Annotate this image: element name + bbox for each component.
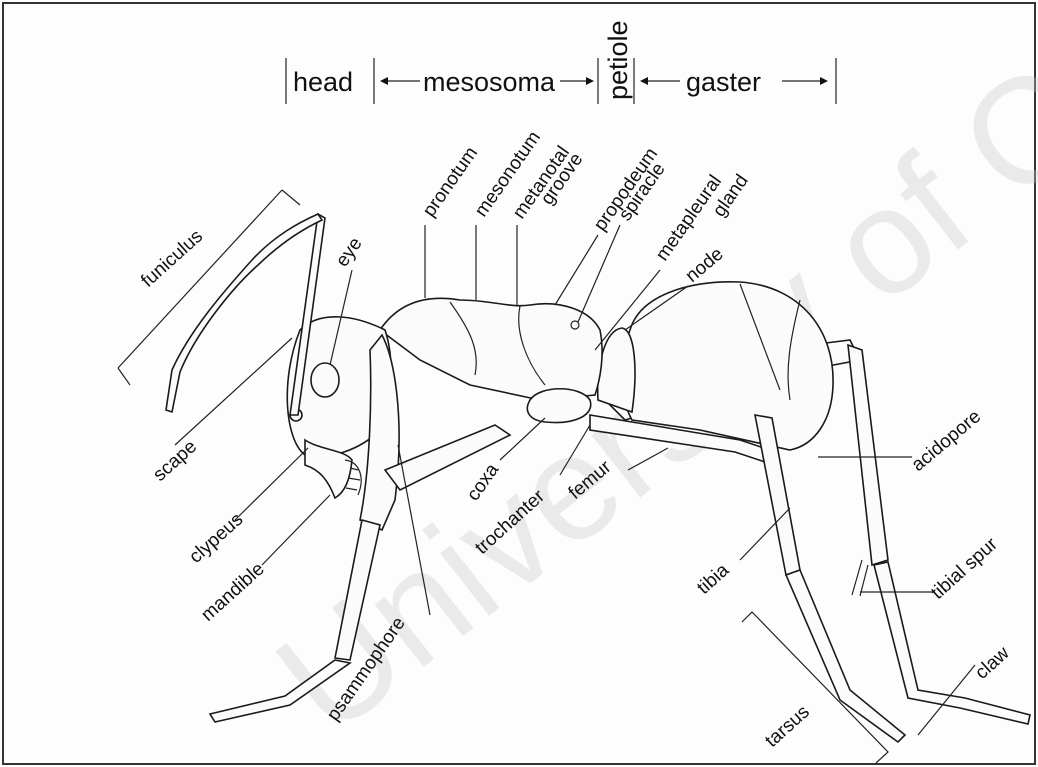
label-eye: eye xyxy=(332,234,367,271)
mesosoma-shape xyxy=(380,298,602,400)
body-section-header: head mesosoma petiole gaster xyxy=(286,20,836,104)
scape-leader xyxy=(175,338,292,445)
section-gaster: gaster xyxy=(686,67,761,97)
eye-shape xyxy=(311,363,339,397)
arrow-head xyxy=(640,77,648,85)
coxa-shape xyxy=(527,389,590,423)
tibial-spur-shape xyxy=(852,560,868,596)
label-acidopore: acidopore xyxy=(908,406,985,476)
propodeum-leader xyxy=(555,235,598,305)
label-tibia: tibia xyxy=(693,559,733,598)
spiracle-leader xyxy=(578,225,620,322)
label-tibial-spur: tibial spur xyxy=(927,533,1002,603)
label-mandible: mandible xyxy=(197,559,268,626)
label-scape: scape xyxy=(149,436,201,486)
arrow-head xyxy=(380,77,388,85)
label-claw: claw xyxy=(971,642,1014,683)
clypeus-leader xyxy=(235,448,308,520)
arrow-head xyxy=(820,77,828,85)
section-mesosoma: mesosoma xyxy=(423,67,556,97)
arrow-head xyxy=(586,77,594,85)
section-head: head xyxy=(293,67,353,97)
label-clypeus: clypeus xyxy=(185,509,247,568)
section-petiole: petiole xyxy=(603,20,633,100)
mandible-leader xyxy=(262,495,330,565)
hind-tibia-shape xyxy=(848,345,888,565)
label-tarsus: tarsus xyxy=(761,701,814,751)
